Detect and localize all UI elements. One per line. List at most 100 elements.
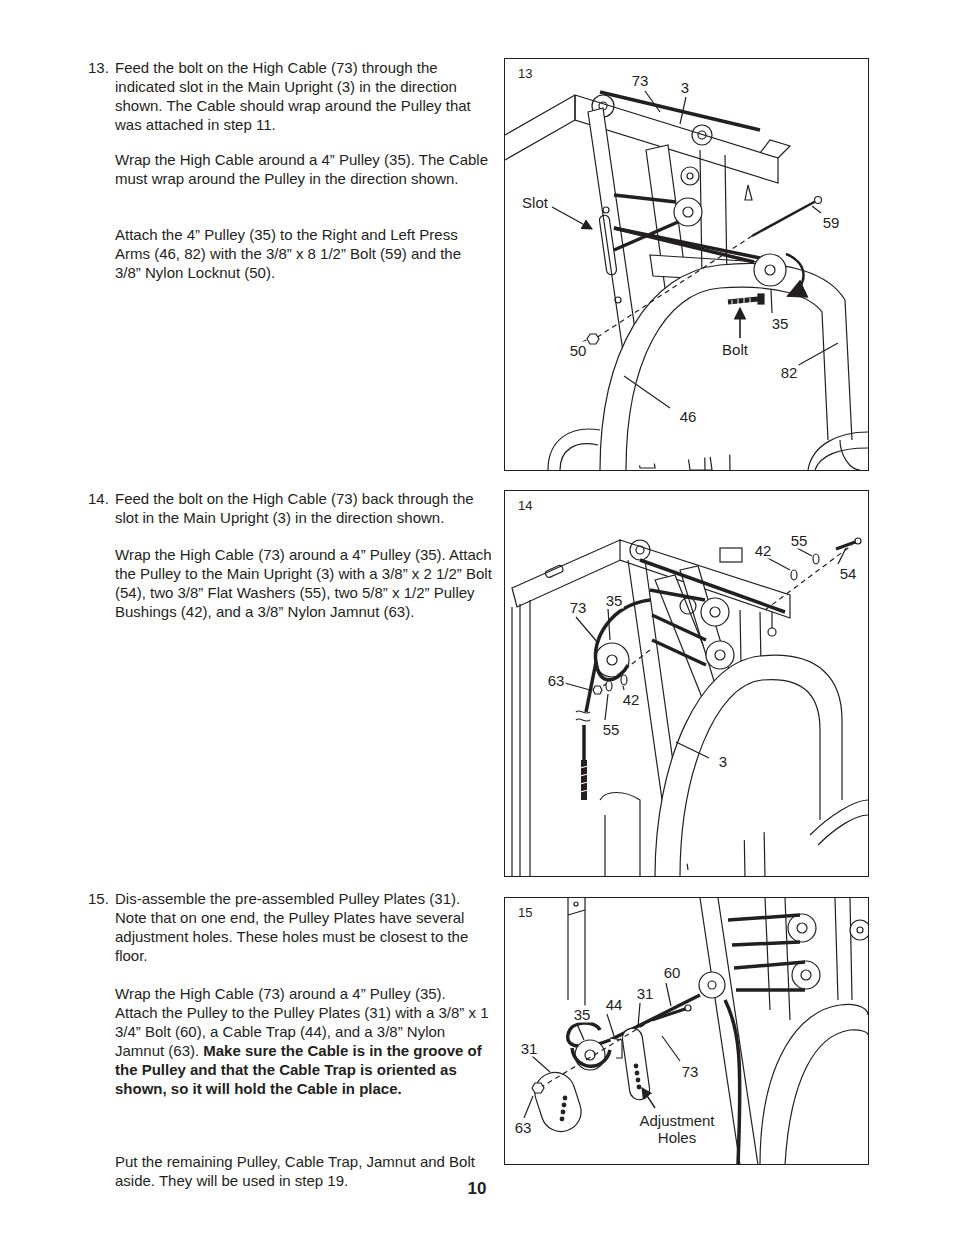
- line-art: [636, 546, 644, 554]
- line-art: [835, 898, 852, 1000]
- instruction-paragraph: Wrap the High Cable (73) around a 4” Pul…: [115, 545, 495, 621]
- line-art: [840, 440, 860, 470]
- line-art: [581, 760, 587, 800]
- label-holder: 63: [514, 1119, 533, 1136]
- line-art: [850, 920, 868, 940]
- line-art: [650, 590, 706, 665]
- label-holder: Adjustment Holes: [630, 1112, 724, 1146]
- line-art: [771, 612, 772, 628]
- callout-number: 63: [548, 672, 565, 689]
- line-art: [607, 1014, 614, 1036]
- line-art: [636, 1078, 640, 1082]
- line-art: [745, 185, 752, 200]
- label-holder: 13.: [88, 58, 109, 77]
- line-art: [739, 308, 741, 338]
- callout-number: 3: [719, 753, 727, 770]
- instruction-text: Attach the 4” Pulley (35) to the Right a…: [115, 226, 461, 281]
- step-number: 14.: [88, 490, 109, 507]
- callout-number: 42: [623, 691, 640, 708]
- instruction-paragraph: Wrap the High Cable around a 4” Pulley (…: [115, 150, 491, 188]
- line-art: [576, 711, 590, 721]
- line-art: [765, 265, 775, 275]
- instruction-text: Wrap the High Cable (73) around a 4” Pul…: [115, 546, 492, 620]
- line-art: [603, 207, 609, 213]
- line-art: [530, 1067, 587, 1136]
- line-art: [674, 198, 702, 226]
- instruction-text: Put the remaining Pulley, Cable Trap, Ja…: [115, 1153, 475, 1189]
- label-holder: 42: [622, 691, 641, 708]
- instruction-paragraph: Wrap the High Cable (73) around a 4” Pul…: [115, 984, 491, 1098]
- instruction-paragraph: Feed the bolt on the High Cable (73) thr…: [115, 58, 491, 134]
- label-holder: 44: [605, 996, 624, 1013]
- line-art: [595, 600, 650, 680]
- label-holder: 31: [520, 1040, 539, 1057]
- line-art: [598, 650, 650, 690]
- line-art: [600, 263, 852, 470]
- label-holder: 42: [754, 542, 773, 559]
- callout-number: 35: [772, 315, 789, 332]
- line-art: [815, 197, 822, 204]
- line-art: [792, 961, 820, 989]
- callout-number: 55: [603, 721, 620, 738]
- line-art: [645, 91, 660, 112]
- line-art: [797, 548, 812, 556]
- callout-number: 31: [521, 1040, 538, 1057]
- label-holder: 82: [780, 364, 799, 381]
- line-art: [698, 131, 706, 139]
- label-holder: 35: [573, 1006, 592, 1023]
- figure-number: 15: [518, 905, 532, 920]
- label-holder: 73: [569, 599, 588, 616]
- line-art: [676, 742, 709, 758]
- line-art: [568, 898, 585, 1010]
- callout-label: Adjustment Holes: [639, 1112, 714, 1146]
- label-holder: 55: [602, 721, 621, 738]
- line-art: [596, 236, 752, 338]
- line-art: [561, 682, 590, 690]
- line-art: [585, 1050, 595, 1060]
- line-art: [599, 215, 617, 276]
- line-art: [708, 981, 716, 989]
- instruction-text: Feed the bolt on the High Cable (73) bac…: [115, 490, 474, 526]
- line-art: [666, 983, 671, 1006]
- line-art: [610, 1038, 622, 1058]
- line-art: [568, 1023, 600, 1035]
- line-art: [552, 207, 592, 229]
- line-art: [771, 290, 772, 313]
- line-art: [576, 617, 598, 643]
- line-art: [732, 298, 750, 305]
- label-holder: 63: [547, 672, 566, 689]
- line-art: [637, 1085, 641, 1089]
- callout-number: 55: [791, 532, 808, 549]
- line-art: [638, 1003, 640, 1027]
- label-holder: 73: [631, 72, 650, 89]
- line-art: [512, 600, 530, 876]
- line-art: [615, 297, 621, 303]
- line-art: [624, 376, 670, 408]
- line-art: [605, 694, 608, 720]
- line-art: [813, 554, 819, 564]
- step13-illustration: [505, 91, 868, 470]
- callout-number: 73: [570, 599, 587, 616]
- line-art: [662, 1036, 680, 1061]
- line-art: [634, 1064, 638, 1068]
- line-art: [606, 681, 612, 691]
- callout-number: 42: [755, 542, 772, 559]
- line-art: [626, 287, 828, 470]
- label-holder: 73: [681, 1063, 700, 1080]
- line-art: [768, 628, 776, 636]
- figure-number: 13: [518, 66, 532, 81]
- label-holder: Bolt: [721, 341, 749, 358]
- callout-number: 35: [574, 1006, 591, 1023]
- instruction-text: Wrap the High Cable around a 4” Pulley (…: [115, 151, 488, 187]
- callout-number: 35: [606, 592, 623, 609]
- line-art: [640, 560, 785, 612]
- step-number: 13.: [88, 59, 109, 76]
- step-number: 15.: [88, 890, 109, 907]
- line-art: [680, 97, 686, 124]
- line-art: [681, 167, 699, 185]
- instruction-paragraph: Put the remaining Pulley, Cable Trap, Ja…: [115, 1152, 491, 1190]
- line-art: [587, 334, 599, 344]
- line-art: [754, 254, 786, 286]
- line-art: [720, 548, 742, 562]
